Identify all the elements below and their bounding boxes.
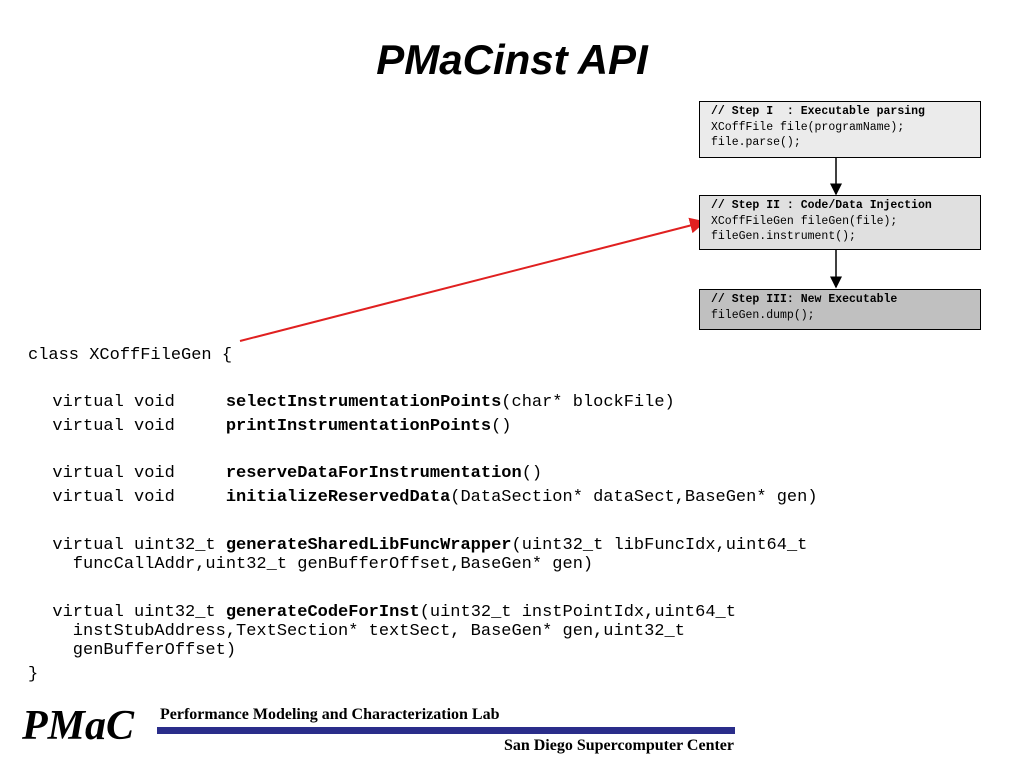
step2-header: // Step II : Code/Data Injection — [711, 199, 932, 212]
step2-line2: fileGen.instrument(); — [711, 230, 856, 243]
step1-line1: XCoffFile file(programName); — [711, 120, 905, 134]
method-args-continued: genBufferOffset) — [32, 641, 237, 660]
footer-divider-bar — [157, 727, 735, 734]
method-line-5-cont: funcCallAddr,uint32_t genBufferOffset,Ba… — [32, 555, 593, 574]
method-line-5: virtual uint32_t generateSharedLibFuncWr… — [32, 536, 807, 555]
class-open-line: class XCoffFileGen { — [28, 346, 232, 365]
method-line-3: virtual void reserveDataForInstrumentati… — [32, 464, 542, 483]
method-line-6-cont2: genBufferOffset) — [32, 641, 236, 660]
method-args: (uint32_t instPointIdx,uint64_t — [419, 603, 736, 622]
class-declaration: class XCoffFileGen { — [28, 346, 233, 365]
method-args: () — [521, 464, 543, 483]
class-closing-brace: } — [28, 665, 39, 684]
lab-name: Performance Modeling and Characterizatio… — [160, 706, 500, 723]
method-line-1: virtual void selectInstrumentationPoints… — [32, 393, 675, 412]
method-prefix: virtual uint32_t — [32, 603, 226, 622]
method-args: () — [491, 417, 512, 436]
center-name: San Diego Supercomputer Center — [503, 737, 734, 754]
method-args: (uint32_t libFuncIdx,uint64_t — [511, 536, 808, 555]
method-args-continued: instStubAddress,TextSection* textSect, B… — [32, 622, 685, 641]
step1-line2: file.parse(); — [711, 136, 801, 149]
step3-line1: fileGen.dump(); — [711, 308, 815, 322]
method-prefix: virtual uint32_t — [32, 536, 226, 555]
slide-title: PMaCinst API — [376, 36, 648, 83]
method-prefix: virtual void — [32, 417, 226, 436]
method-name: reserveDataForInstrumentation — [225, 464, 522, 483]
method-line-2: virtual void printInstrumentationPoints(… — [32, 417, 512, 436]
pointer-arrow — [239, 217, 706, 342]
method-prefix: virtual void — [32, 393, 226, 412]
step3-header: // Step III: New Executable — [711, 293, 898, 306]
method-name: generateSharedLibFuncWrapper — [225, 536, 512, 555]
step1-box: // Step I : Executable parsing XCoffFile… — [699, 101, 981, 158]
step2-box: // Step II : Code/Data Injection XCoffFi… — [699, 195, 981, 250]
method-args: (DataSection* dataSect,BaseGen* gen) — [450, 488, 818, 507]
method-name: initializeReservedData — [225, 488, 451, 507]
method-prefix: virtual void — [32, 488, 226, 507]
step2-line1: XCoffFileGen fileGen(file); — [711, 214, 898, 228]
method-name: printInstrumentationPoints — [225, 417, 492, 436]
method-line-4: virtual void initializeReservedData(Data… — [32, 488, 818, 507]
step1-header: // Step I : Executable parsing — [711, 105, 925, 118]
method-line-6-cont1: instStubAddress,TextSection* textSect, B… — [32, 622, 685, 641]
method-name: generateCodeForInst — [225, 603, 420, 622]
class-close-line: } — [28, 665, 38, 684]
method-line-6: virtual uint32_t generateCodeForInst(uin… — [32, 603, 736, 622]
method-prefix: virtual void — [32, 464, 226, 483]
pmac-logo: PMaC — [22, 703, 135, 749]
method-args: (char* blockFile) — [501, 393, 675, 412]
method-name: selectInstrumentationPoints — [225, 393, 502, 412]
step3-box: // Step III: New Executable fileGen.dump… — [699, 289, 981, 330]
method-args-continued: funcCallAddr,uint32_t genBufferOffset,Ba… — [32, 555, 594, 574]
